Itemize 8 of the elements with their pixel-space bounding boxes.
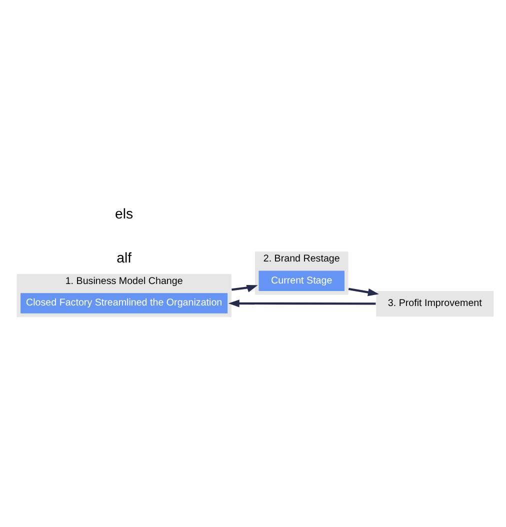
arrow (348, 288, 379, 296)
label: els (115, 206, 134, 223)
arrow (228, 300, 376, 308)
arrow (232, 284, 258, 292)
node-box: 3. Profit Improvement (376, 290, 494, 318)
node-box: Closed Factory Streamlined the Organization (20, 293, 228, 314)
label: alf (116, 250, 132, 266)
node-box: Current Stage (258, 270, 344, 291)
